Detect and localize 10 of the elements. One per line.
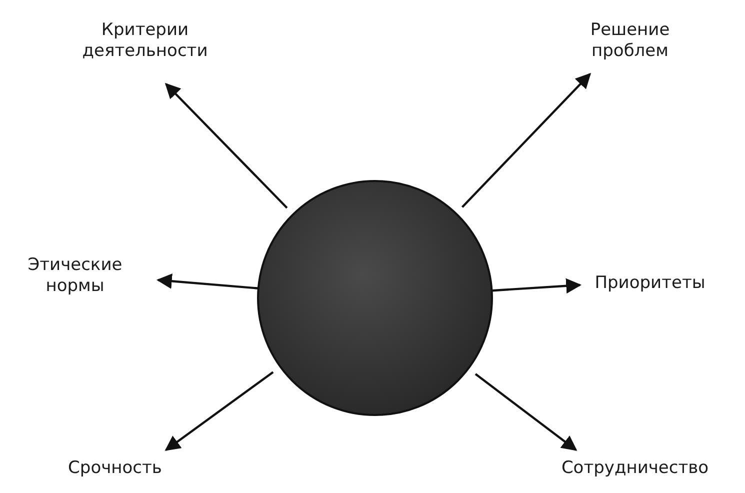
node-label: Критерии деятельности xyxy=(81,20,209,62)
node-label: Сотрудничество xyxy=(560,458,710,480)
arrow xyxy=(164,82,288,209)
arrow xyxy=(461,72,592,208)
node-label: Приоритеты xyxy=(594,273,706,294)
node-label: Этические нормы xyxy=(26,255,124,298)
node-label: Решение проблем xyxy=(589,20,671,62)
arrow xyxy=(164,371,274,451)
arrow xyxy=(474,373,578,451)
node-label: Срочность xyxy=(67,458,163,480)
